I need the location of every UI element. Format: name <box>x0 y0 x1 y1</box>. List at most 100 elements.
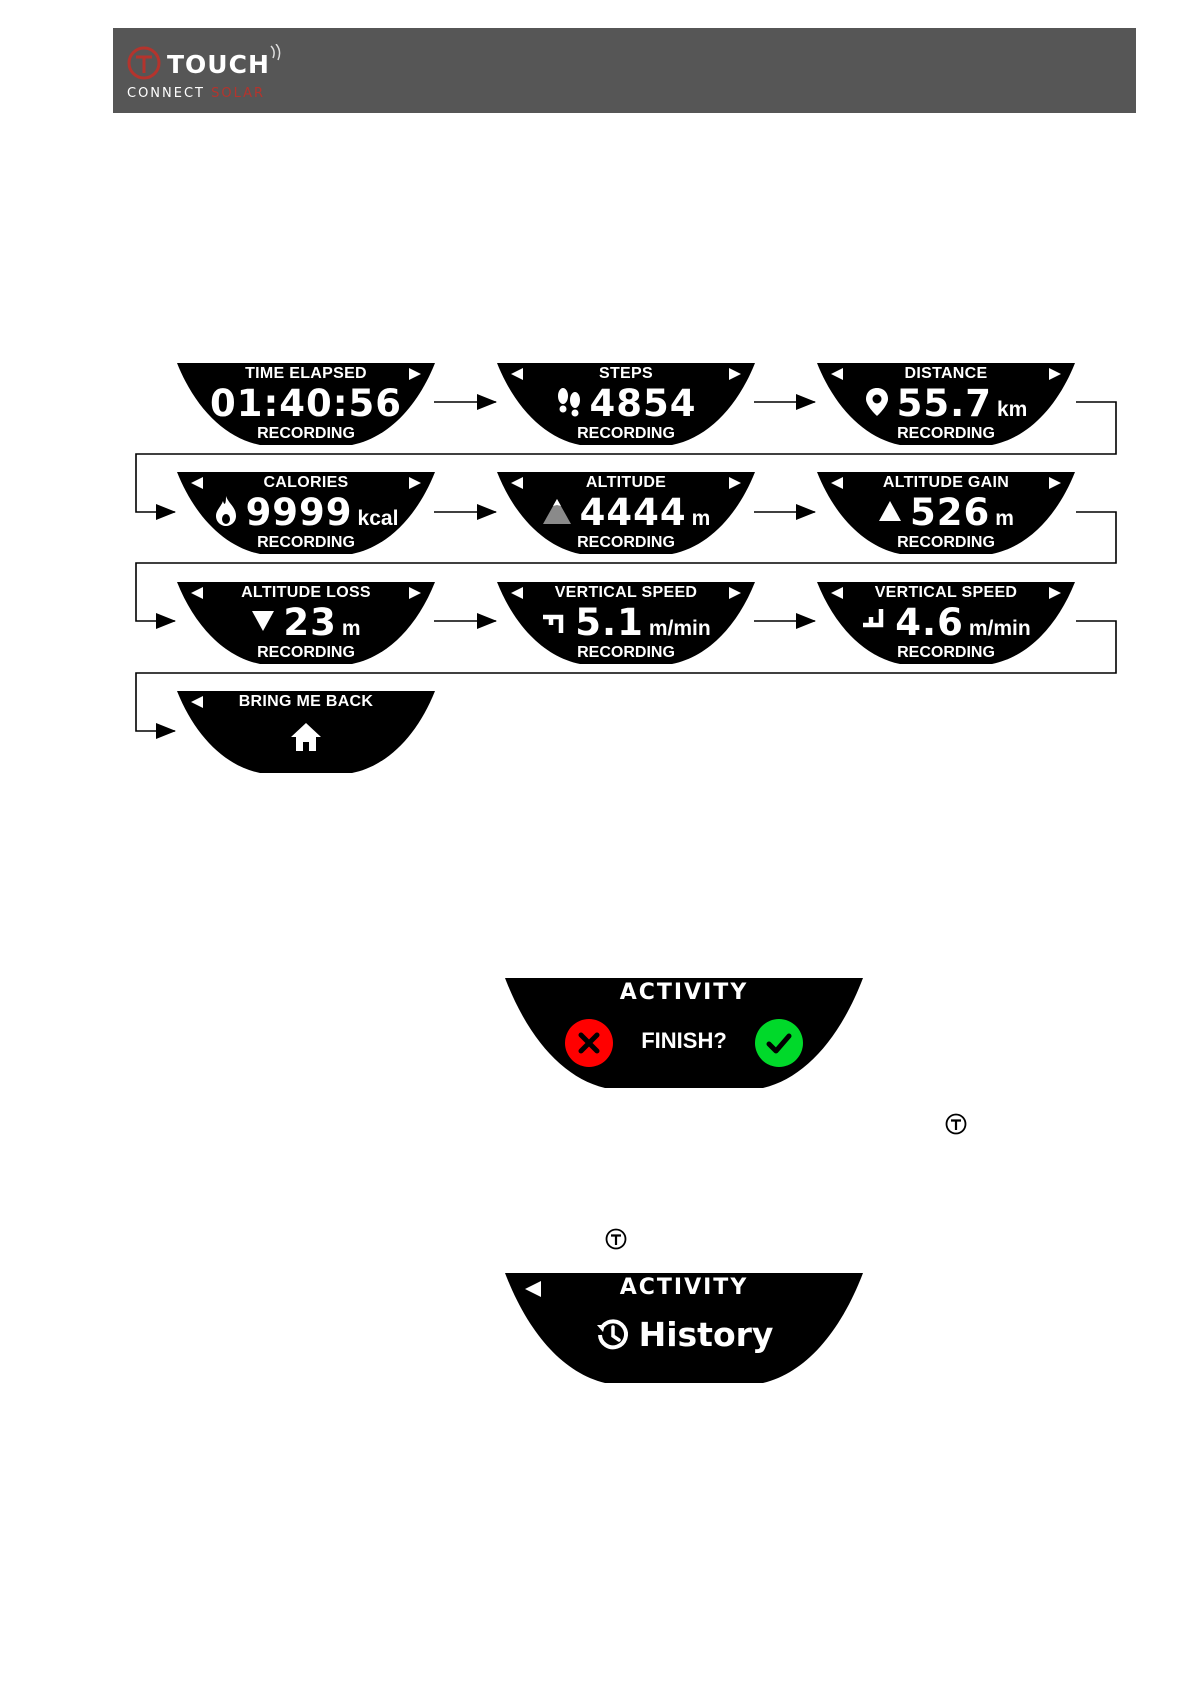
metric-unit: m/min <box>968 617 1031 640</box>
right-arrow-icon[interactable] <box>409 368 421 380</box>
right-arrow-icon[interactable] <box>409 477 421 489</box>
recording-status: RECORDING <box>577 425 675 442</box>
right-arrow-icon[interactable] <box>1049 587 1061 599</box>
brand-solar: SOLAR <box>211 86 266 101</box>
metric-value: 55.7 <box>896 382 992 425</box>
location-pin-icon <box>865 387 889 421</box>
screen-title: VERTICAL SPEED <box>874 584 1018 601</box>
recording-status: RECORDING <box>257 425 355 442</box>
left-arrow-icon[interactable] <box>511 368 523 380</box>
metric-value: 5.1 <box>575 601 644 644</box>
metric-value: 23 <box>283 601 337 644</box>
right-arrow-icon[interactable] <box>729 477 741 489</box>
left-arrow-icon[interactable] <box>525 1281 541 1297</box>
metric-value: 526 <box>910 491 991 534</box>
watch-screen: BRING ME BACK <box>177 691 435 773</box>
history-item[interactable]: History <box>505 1315 863 1354</box>
screen-title: TIME ELAPSED <box>245 365 367 382</box>
cancel-button[interactable] <box>564 1018 614 1068</box>
history-screen: ACTIVITY History <box>505 1273 863 1383</box>
home-icon[interactable] <box>177 721 435 753</box>
screen-shape <box>497 472 755 554</box>
left-arrow-icon[interactable] <box>831 477 843 489</box>
right-arrow-icon[interactable] <box>729 368 741 380</box>
brand-connect: CONNECT <box>127 86 205 101</box>
triangle-up-icon <box>878 500 902 526</box>
left-arrow-icon[interactable] <box>191 477 203 489</box>
history-title: ACTIVITY <box>619 1275 749 1300</box>
metric-value: 9999 <box>245 491 353 534</box>
mountain-icon <box>542 497 572 529</box>
screen-shape <box>817 363 1075 445</box>
metric-value: 4.6 <box>895 601 964 644</box>
screen-title: VERTICAL SPEED <box>554 584 698 601</box>
history-clock-icon <box>596 1318 628 1349</box>
screen-title: ALTITUDE LOSS <box>241 584 371 601</box>
header-band <box>113 28 1136 113</box>
recording-status: RECORDING <box>257 534 355 551</box>
screen-title: BRING ME BACK <box>238 693 374 710</box>
brand-name: TOUCH <box>167 50 270 79</box>
screen-shape <box>497 582 755 664</box>
metric-unit: m <box>341 617 361 640</box>
flame-icon <box>214 495 238 531</box>
t-button-icon <box>605 1228 627 1250</box>
recording-status: RECORDING <box>577 644 675 661</box>
left-arrow-icon[interactable] <box>191 696 203 708</box>
value-row: 01:40:56 <box>177 383 435 425</box>
left-arrow-icon[interactable] <box>511 477 523 489</box>
confirm-button[interactable] <box>754 1018 804 1068</box>
recording-status: RECORDING <box>897 644 995 661</box>
screen-shape <box>177 363 435 445</box>
right-arrow-icon[interactable] <box>409 587 421 599</box>
brand-logo: TOUCH CONNECT SOLAR <box>125 44 295 106</box>
recording-status: RECORDING <box>897 534 995 551</box>
t-button-icon <box>945 1113 967 1135</box>
brand-subline: CONNECT SOLAR <box>127 86 265 101</box>
screen-shape <box>817 582 1075 664</box>
left-arrow-icon[interactable] <box>831 368 843 380</box>
screen-title: STEPS <box>599 365 653 382</box>
left-arrow-icon[interactable] <box>831 587 843 599</box>
right-arrow-icon[interactable] <box>1049 477 1061 489</box>
left-arrow-icon[interactable] <box>191 587 203 599</box>
right-arrow-icon[interactable] <box>1049 368 1061 380</box>
metric-unit: kcal <box>357 507 399 530</box>
screen-title: DISTANCE <box>904 365 988 382</box>
finish-prompt: FINISH? <box>641 1028 727 1053</box>
metric-unit: m <box>995 507 1014 530</box>
metric-value: 4854 <box>589 382 697 425</box>
right-arrow-icon[interactable] <box>729 587 741 599</box>
signal-waves-icon <box>270 44 281 61</box>
ascent-icon <box>541 608 567 638</box>
left-arrow-icon[interactable] <box>511 587 523 599</box>
recording-status: RECORDING <box>257 644 355 661</box>
screen-shape <box>177 472 435 554</box>
descent-icon <box>861 608 887 638</box>
metric-unit: m/min <box>648 617 711 640</box>
screen-title: CALORIES <box>263 474 349 491</box>
recording-status: RECORDING <box>897 425 995 442</box>
value-row: 4854 <box>497 383 755 425</box>
recording-status: RECORDING <box>577 534 675 551</box>
touch-logo-icon <box>127 46 161 80</box>
metric-value: 01:40:56 <box>209 382 403 425</box>
metric-unit: km <box>996 398 1028 421</box>
finish-screen: ACTIVITY FINISH? <box>505 978 863 1088</box>
screen-shape <box>177 582 435 664</box>
metric-value: 4444 <box>579 491 687 534</box>
